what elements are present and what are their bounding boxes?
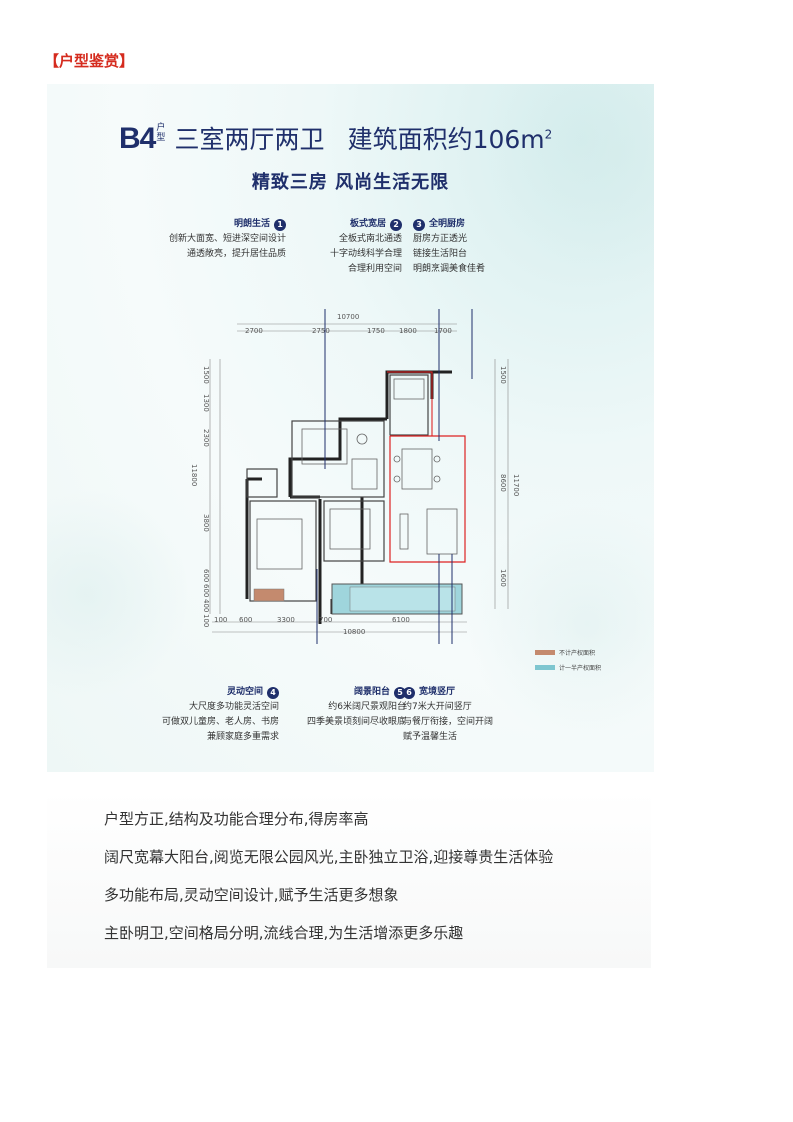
feature-number-badge: 2 (390, 218, 402, 231)
dim-left-seg: 1500 (202, 366, 210, 384)
dim-left-seg: 2300 (202, 429, 210, 447)
dim-top-seg: 1700 (434, 327, 452, 335)
dim-left-seg: 600 (202, 584, 210, 598)
dim-bottom-seg: 100 (214, 616, 228, 624)
dim-left-seg: 3800 (202, 514, 210, 532)
dim-bottom-total: 10800 (343, 628, 366, 636)
section-title: 【户型鉴赏】 (44, 52, 135, 70)
unit-headline: B4户型 三室两厅两卫 建筑面积约106m2 (119, 120, 552, 156)
dim-left-seg: 1300 (202, 394, 210, 412)
dim-top-seg: 2750 (312, 327, 330, 335)
description-line: 阔尺宽幕大阳台,阅览无限公园风光,主卧独立卫浴,迎接尊贵生活体验 (104, 848, 554, 866)
dim-bottom-seg: 3300 (277, 616, 295, 624)
decorative-pattern (467, 504, 654, 744)
description-line: 多功能布局,灵动空间设计,赋予生活更多想象 (104, 886, 399, 904)
legend-swatch (535, 650, 555, 655)
dim-left-seg: 400 (202, 599, 210, 613)
poster-subtitle: 精致三房 风尚生活无限 (251, 172, 450, 193)
feature-number-badge: 6 (403, 686, 415, 699)
description-line: 主卧明卫,空间格局分明,流线合理,为生活增添更多乐趣 (104, 924, 464, 942)
dim-right-total: 11700 (512, 474, 520, 497)
unit-code-suffix: 户型 (156, 123, 166, 143)
feature-number-badge: 1 (274, 218, 286, 231)
dim-left-seg: 100 (202, 614, 210, 628)
dim-bottom-seg: 6100 (392, 616, 410, 624)
unit-code: B4 (119, 122, 156, 155)
dim-right-seg: 1500 (499, 366, 507, 384)
dim-bottom-seg: 600 (239, 616, 253, 624)
dim-left-total: 11800 (190, 464, 198, 487)
feature-number-badge: 3 (413, 218, 425, 231)
unit-area: 建筑面积约106m2 (347, 125, 553, 154)
dim-right-seg: 1600 (499, 569, 507, 587)
dim-top-seg: 1750 (367, 327, 385, 335)
dim-top-total: 10700 (337, 313, 360, 321)
legend: 不计产权面积 计一半产权面积 (535, 648, 601, 678)
decorative-pattern (47, 484, 187, 704)
dim-bottom-seg: 700 (319, 616, 333, 624)
dim-left-seg: 600 (202, 569, 210, 583)
floor-plan-drawing (209, 309, 509, 644)
description-panel: 户型方正,结构及功能合理分布,得房率高 阔尺宽幕大阳台,阅览无限公园风光,主卧独… (47, 790, 651, 968)
dim-right-seg: 8600 (499, 474, 507, 492)
legend-swatch (535, 665, 555, 670)
dim-top-seg: 1800 (399, 327, 417, 335)
description-line: 户型方正,结构及功能合理分布,得房率高 (104, 810, 369, 828)
feature-number-badge: 4 (267, 686, 279, 699)
unit-layout: 三室两厅两卫 (174, 125, 325, 154)
dim-top-seg: 2700 (245, 327, 263, 335)
